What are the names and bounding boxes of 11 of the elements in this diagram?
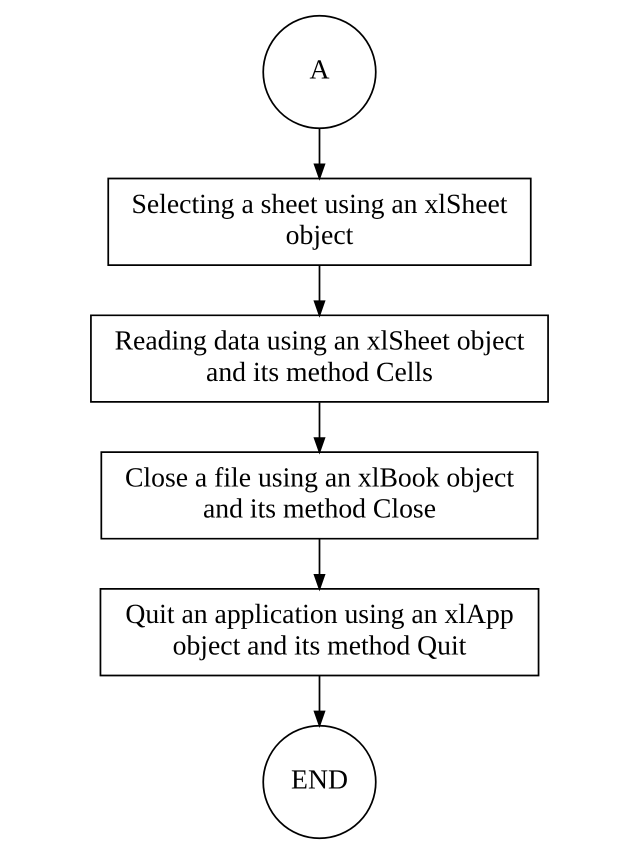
arrow <box>313 539 326 592</box>
arrow <box>313 676 326 728</box>
arrow <box>313 128 326 181</box>
node-circle: A <box>262 14 377 130</box>
node-circle: END <box>262 724 377 840</box>
node-box: Quit an application using an xlApp object and its method Quit <box>100 588 540 676</box>
node-box: Selecting a sheet using an xlSheet object <box>107 178 532 266</box>
arrow <box>313 266 326 318</box>
node-box: Close a file using an xlBook object and its method Close <box>100 451 539 540</box>
node-box: Reading data using an xlSheet object and its method Cells <box>90 314 549 403</box>
arrow <box>313 402 326 455</box>
